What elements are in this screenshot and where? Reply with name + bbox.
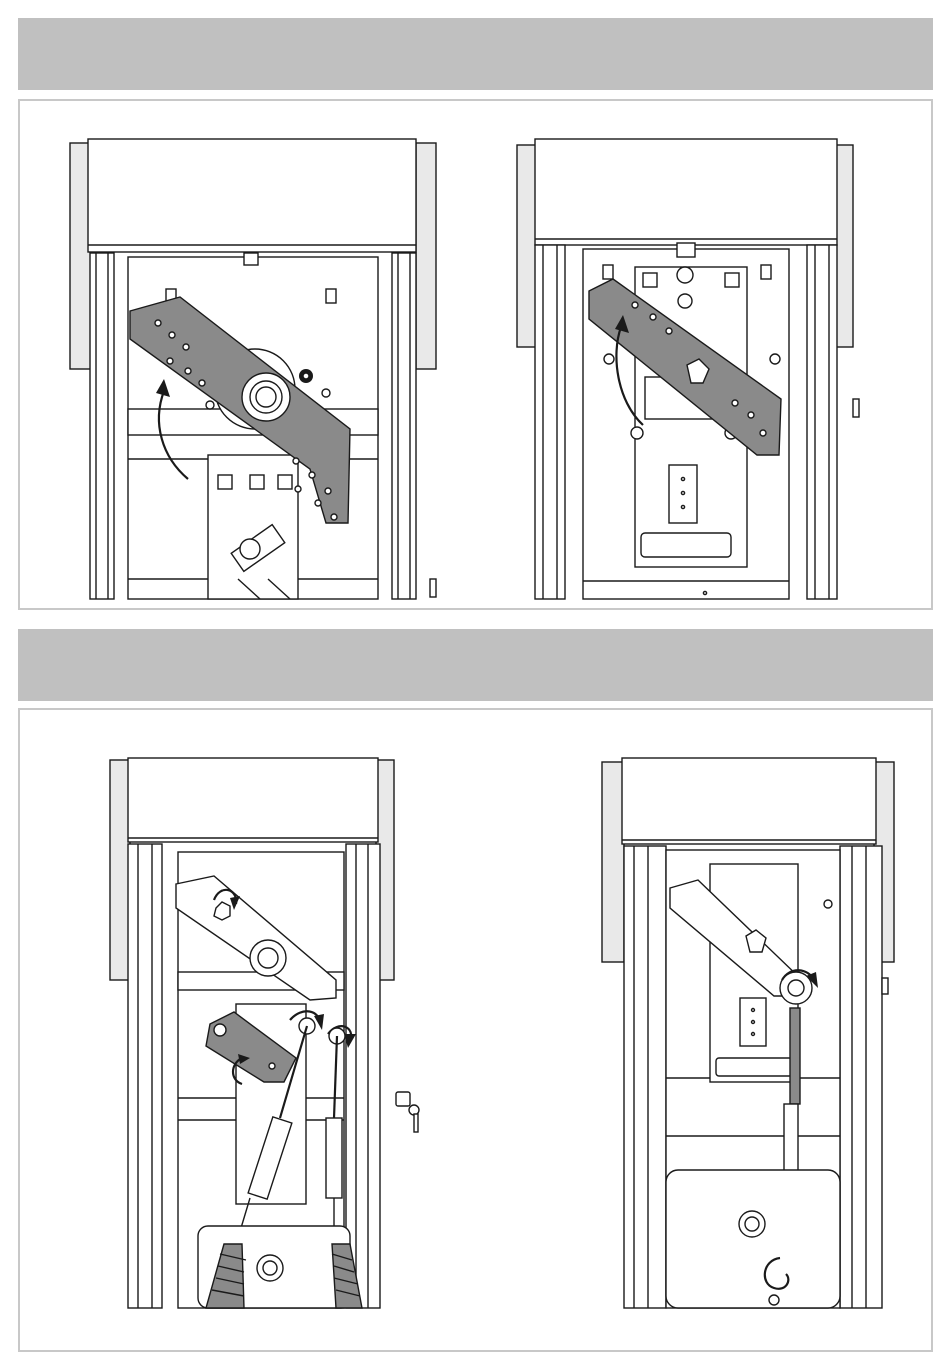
figure-plate-lowered	[517, 139, 897, 599]
cabinet-top-cover	[535, 139, 837, 245]
section-2-panel	[18, 708, 933, 1352]
base-cover	[666, 1170, 840, 1308]
cabinet-right-flange	[416, 143, 436, 369]
cabinet-right-post	[840, 846, 882, 1308]
cabinet-left-post	[624, 846, 666, 1308]
section-1-header-bar	[18, 18, 933, 90]
nameplate	[740, 998, 766, 1046]
turnbuckle	[326, 1118, 342, 1198]
cabinet-left-flange	[110, 760, 130, 980]
cabinet-left-post	[90, 253, 114, 599]
cabinet-right-post	[392, 253, 416, 599]
cabinet-left-flange	[517, 145, 537, 347]
cabinet-right-post	[346, 844, 380, 1308]
cabinet-left-post	[128, 844, 162, 1308]
cabinet-right-flange	[835, 145, 853, 347]
cabinet-top-cover	[88, 139, 416, 252]
figure-plate-raised	[70, 139, 450, 599]
cabinet-left-flange	[602, 762, 624, 962]
cabinet-left-post	[535, 245, 565, 599]
tie-rod	[790, 1008, 800, 1104]
key-icon	[396, 1092, 419, 1132]
cabinet-top-cover	[622, 758, 876, 844]
cabinet-right-post	[807, 245, 837, 599]
figure-springs-attached	[110, 758, 430, 1308]
section-1-panel	[18, 99, 933, 610]
section-2-header-bar	[18, 629, 933, 701]
cabinet-top-cover	[128, 758, 378, 842]
figure-tie-rod-hook	[602, 758, 902, 1308]
